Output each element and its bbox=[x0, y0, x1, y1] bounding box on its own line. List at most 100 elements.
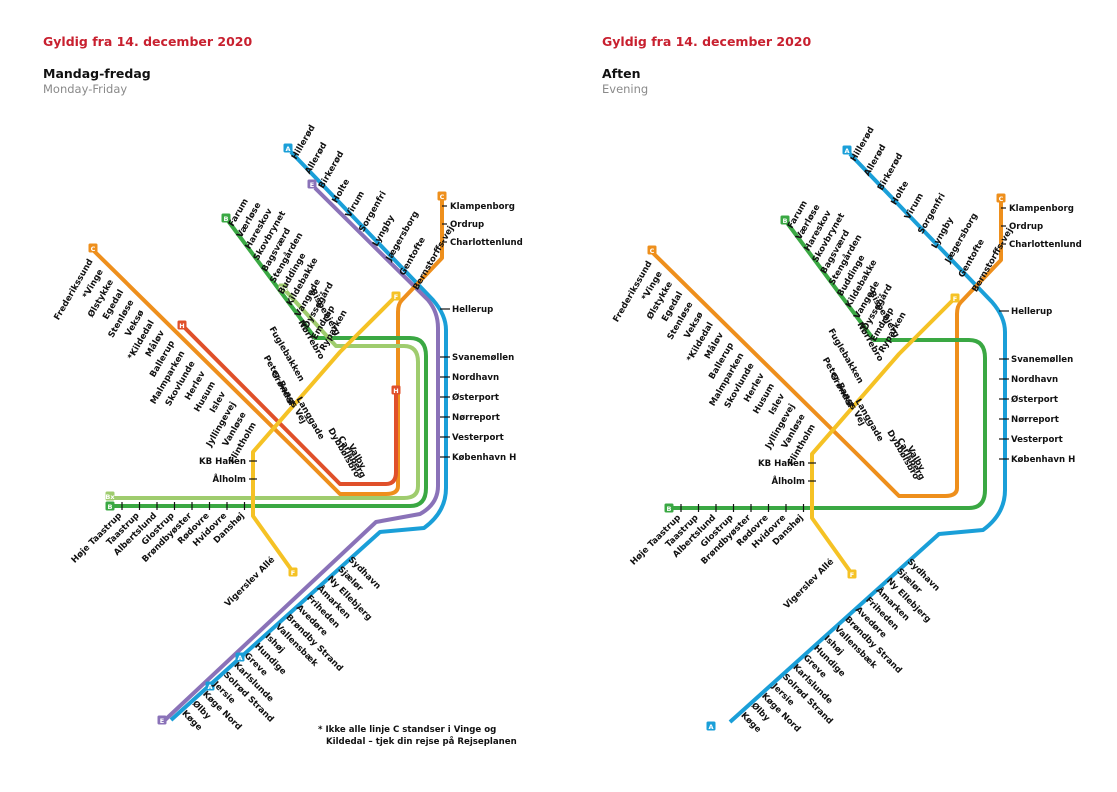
station-f-south: KB Hallen bbox=[758, 459, 805, 469]
svg-text:F: F bbox=[291, 569, 295, 577]
line-badge-b: B bbox=[780, 215, 790, 225]
station-central: Nordhavn bbox=[452, 373, 499, 383]
station-f-south: Ålholm bbox=[771, 476, 805, 487]
line-badge-a: A bbox=[706, 721, 716, 731]
valid-from-left: Gyldig fra 14. december 2020 bbox=[43, 34, 253, 49]
station-north-c: Klampenborg bbox=[1009, 204, 1074, 214]
schedule-subtitle-right: Evening bbox=[602, 82, 649, 96]
station-north-a: Holte bbox=[330, 177, 352, 205]
line-badge-b: B bbox=[664, 503, 674, 513]
station-central: Vesterport bbox=[1011, 435, 1063, 445]
station-north-a: Holte bbox=[889, 179, 911, 207]
station-north-c: Ordrup bbox=[1009, 222, 1043, 232]
line-f-path bbox=[810, 296, 957, 576]
station-central: Vesterport bbox=[452, 433, 504, 443]
station-north-a: Bernstorffs-vej bbox=[970, 226, 1015, 294]
schedule-title-right: Aften bbox=[602, 66, 641, 81]
svg-text:C: C bbox=[999, 195, 1004, 203]
svg-text:B: B bbox=[108, 503, 113, 511]
svg-text:B: B bbox=[224, 215, 229, 223]
station-f-south: Vigerslev Allé bbox=[222, 554, 277, 609]
station-central: Svanemøllen bbox=[452, 353, 514, 363]
station-north-a: Virum bbox=[344, 190, 367, 220]
line-badge-e: E bbox=[307, 179, 317, 189]
line-a-path bbox=[169, 150, 448, 722]
svg-text:C: C bbox=[91, 245, 96, 253]
station-central: Østerport bbox=[1011, 394, 1058, 405]
map-weekday: ABCCFFBEBxHHBxEAAHillerødAllerødBirkerød… bbox=[52, 123, 522, 733]
line-badge-h: H bbox=[177, 320, 187, 330]
station-north-a: Virum bbox=[903, 192, 926, 222]
svg-text:A: A bbox=[708, 723, 713, 731]
line-badge-f: F bbox=[847, 569, 857, 579]
line-b-path bbox=[669, 218, 987, 510]
svg-text:Bx: Bx bbox=[105, 493, 115, 501]
line-badge-e: E bbox=[157, 715, 167, 725]
line-badge-b: B bbox=[105, 501, 115, 511]
svg-text:A: A bbox=[207, 683, 212, 691]
station-central: Østerport bbox=[452, 392, 499, 403]
schedule-title-left: Mandag-fredag bbox=[43, 66, 151, 81]
station-north-c: Klampenborg bbox=[450, 202, 515, 212]
line-badge-a: A bbox=[235, 652, 245, 662]
station-central: Hellerup bbox=[452, 305, 493, 315]
line-badge-h: H bbox=[391, 385, 401, 395]
line-badge-c: C bbox=[437, 191, 447, 201]
line-badge-f: F bbox=[391, 291, 401, 301]
station-f-south: Vigerslev Allé bbox=[781, 556, 836, 611]
map-evening: ABCCFFBAHillerødAllerødBirkerødHolteViru… bbox=[611, 125, 1081, 735]
station-north-c: Ordrup bbox=[450, 220, 484, 230]
line-bx-path bbox=[110, 286, 420, 500]
svg-text:C: C bbox=[650, 247, 655, 255]
station-central: Nørreport bbox=[452, 413, 500, 423]
line-f-path bbox=[251, 294, 398, 574]
station-f-south: Ålholm bbox=[212, 474, 246, 485]
station-north-c: Charlottenlund bbox=[450, 238, 523, 248]
svg-text:F: F bbox=[953, 295, 957, 303]
svg-text:H: H bbox=[393, 387, 398, 395]
line-badge-b: B bbox=[221, 213, 231, 223]
line-badge-bx: Bx bbox=[278, 283, 288, 293]
svg-text:B: B bbox=[667, 505, 672, 513]
svg-text:Bx: Bx bbox=[278, 285, 288, 293]
line-badge-c: C bbox=[88, 243, 98, 253]
footnote: * Ikke alle linje C standser i Vinge og … bbox=[318, 724, 517, 748]
line-b-path bbox=[110, 216, 428, 508]
valid-from-right: Gyldig fra 14. december 2020 bbox=[602, 34, 812, 49]
station-central: Svanemøllen bbox=[1011, 355, 1073, 365]
station-central: Nordhavn bbox=[1011, 375, 1058, 385]
line-badge-f: F bbox=[950, 293, 960, 303]
svg-text:F: F bbox=[394, 293, 398, 301]
line-badge-c: C bbox=[647, 245, 657, 255]
line-badge-bx: Bx bbox=[105, 491, 115, 501]
line-badge-f: F bbox=[288, 567, 298, 577]
svg-text:A: A bbox=[844, 147, 849, 155]
line-badge-c: C bbox=[996, 193, 1006, 203]
line-e-path bbox=[163, 186, 440, 722]
station-north-c: Charlottenlund bbox=[1009, 240, 1082, 250]
line-badge-a: A bbox=[842, 145, 852, 155]
station-f-south: KB Hallen bbox=[199, 457, 246, 467]
line-a-path bbox=[728, 152, 1007, 724]
station-central: København H bbox=[452, 453, 516, 463]
footnote-line-1: * Ikke alle linje C standser i Vinge og bbox=[318, 725, 497, 735]
line-c-path bbox=[91, 200, 444, 496]
svg-text:A: A bbox=[237, 654, 242, 662]
svg-text:H: H bbox=[179, 322, 184, 330]
line-h-path bbox=[180, 323, 398, 486]
line-badge-a: A bbox=[283, 143, 293, 153]
line-c-path bbox=[650, 202, 1003, 498]
line-badge-a: A bbox=[205, 681, 215, 691]
schedule-subtitle-left: Monday-Friday bbox=[43, 82, 128, 96]
station-central: København H bbox=[1011, 455, 1075, 465]
svg-text:E: E bbox=[310, 181, 314, 189]
station-central: Nørreport bbox=[1011, 415, 1059, 425]
station-north-a: Bernstorffs-vej bbox=[411, 224, 456, 292]
footnote-line-2: Kildedal – tjek din rejse på Rejseplanen bbox=[326, 737, 517, 747]
svg-text:C: C bbox=[440, 193, 445, 201]
svg-text:A: A bbox=[285, 145, 290, 153]
svg-text:F: F bbox=[850, 571, 854, 579]
svg-text:E: E bbox=[160, 717, 164, 725]
station-central: Hellerup bbox=[1011, 307, 1052, 317]
